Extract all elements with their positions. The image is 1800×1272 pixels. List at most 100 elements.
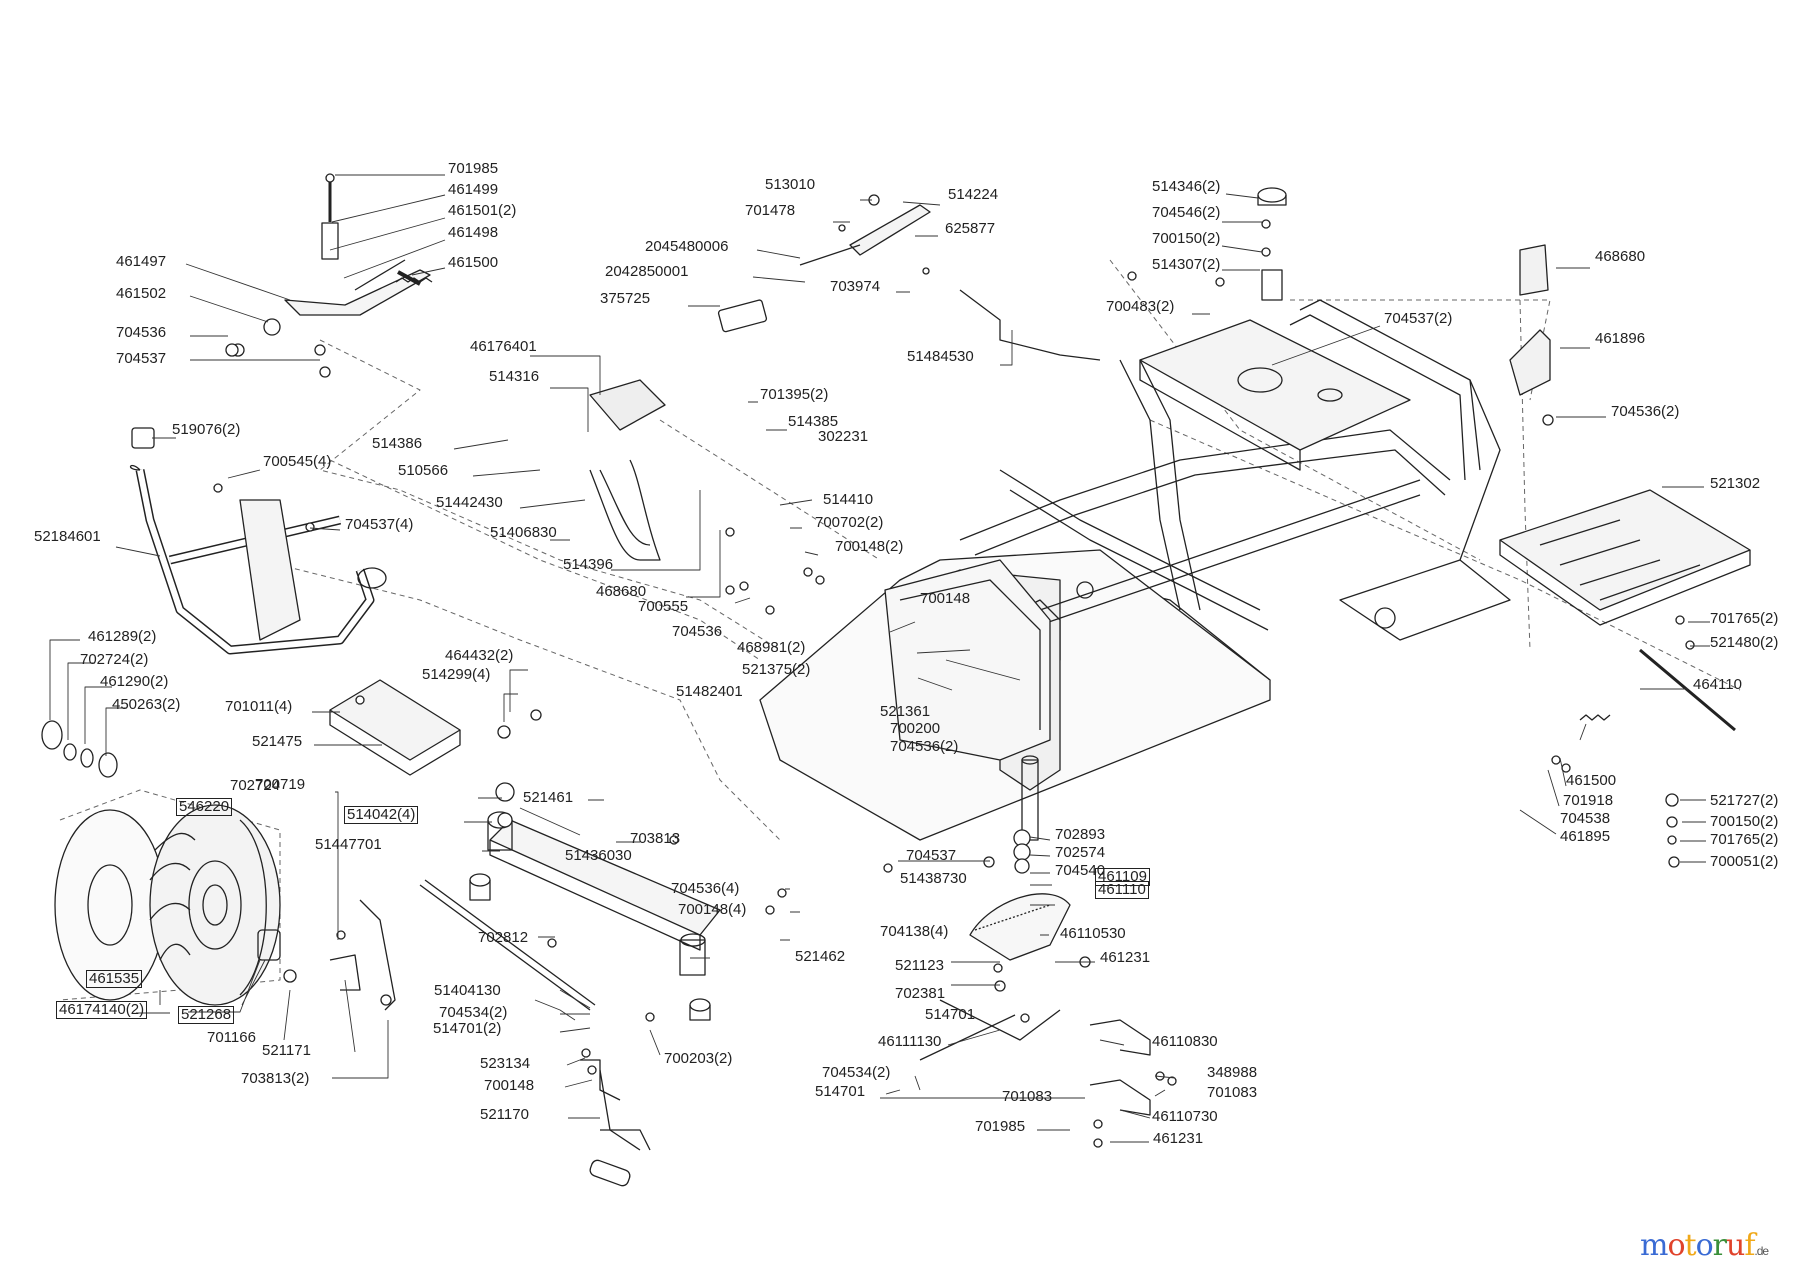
part-label-l89: 461895 <box>1560 828 1611 845</box>
part-label-l116: 704534(2) <box>822 1064 891 1081</box>
part-label-l71: 514042(4) <box>344 806 419 824</box>
part-label-l97: 521123 <box>895 957 944 974</box>
part-label-l51: 521375(2) <box>742 661 811 678</box>
part-label-l3: 461501(2) <box>448 202 517 219</box>
part-label-l85: 46110530 <box>1060 925 1126 942</box>
part-label-l17: 375725 <box>600 290 651 307</box>
part-label-l110: 46111130 <box>878 1033 942 1050</box>
part-label-l90: 521727(2) <box>1710 792 1779 809</box>
part-label-l78: 704540 <box>1055 862 1106 879</box>
part-label-l88: 704538 <box>1560 810 1611 827</box>
part-label-l94: 521462 <box>795 948 846 965</box>
part-label-l22: 514307(2) <box>1152 256 1221 273</box>
part-label-l24: 704537(2) <box>1384 310 1453 327</box>
part-label-l9: 704537 <box>116 350 167 367</box>
part-label-l19: 514346(2) <box>1152 178 1221 195</box>
part-label-l25: 468680 <box>1595 248 1646 265</box>
part-label-l14: 2045480006 <box>645 238 729 255</box>
part-label-l83: 700148(4) <box>678 901 747 918</box>
part-label-l64: 514299(4) <box>422 666 491 683</box>
part-label-l37: 514396 <box>563 556 614 573</box>
part-label-l52: 51482401 <box>676 683 743 700</box>
part-label-l73: 703813 <box>630 830 681 847</box>
part-label-l40: 700148(2) <box>835 538 904 555</box>
part-label-l12: 701478 <box>745 202 796 219</box>
part-label-l87: 701918 <box>1563 792 1614 809</box>
part-label-l44: 519076(2) <box>172 421 241 438</box>
part-label-l111: 46110830 <box>1152 1033 1218 1050</box>
part-label-l80: 461109 <box>1095 868 1150 886</box>
part-label-l81: 51438730 <box>900 870 967 887</box>
part-label-l99: 514701 <box>925 1006 976 1023</box>
part-label-l122: 461231 <box>1153 1130 1204 1147</box>
part-label-l21: 700150(2) <box>1152 230 1221 247</box>
part-label-l93: 700051(2) <box>1710 853 1779 870</box>
part-label-l15: 2042850001 <box>605 263 689 280</box>
part-label-l45: 700545(4) <box>263 453 332 470</box>
part-label-l59: 461289(2) <box>88 628 157 645</box>
part-label-l74: 51436030 <box>565 847 632 864</box>
part-label-l1: 701985 <box>448 160 499 177</box>
part-label-l117: 514701 <box>815 1083 866 1100</box>
part-label-l84: 704138(4) <box>880 923 949 940</box>
part-label-l61: 461290(2) <box>100 673 169 690</box>
part-label-l33: 514386 <box>372 435 423 452</box>
part-label-l112: 348988 <box>1207 1064 1258 1081</box>
part-label-l10: 513010 <box>765 176 816 193</box>
part-label-l49: 700148 <box>920 590 971 607</box>
part-label-l108: 514701(2) <box>433 1020 502 1037</box>
part-label-l29: 514316 <box>489 368 540 385</box>
part-label-l91: 700150(2) <box>1710 813 1779 830</box>
part-label-l16: 703974 <box>830 278 881 295</box>
part-label-l46: 704537(4) <box>345 516 414 533</box>
part-label-l31: 514385 <box>788 413 839 430</box>
part-label-l18: 51484530 <box>907 348 974 365</box>
part-label-l118: 701083 <box>1002 1088 1053 1105</box>
part-label-l109: 700203(2) <box>664 1050 733 1067</box>
part-label-l6: 461500 <box>448 254 499 271</box>
part-label-l82: 704536(4) <box>671 880 740 897</box>
part-label-l8: 704536 <box>116 324 167 341</box>
part-label-l2: 461499 <box>448 181 499 198</box>
part-label-l7: 461502 <box>116 285 167 302</box>
part-label-l34: 510566 <box>398 462 449 479</box>
part-label-l36: 51406830 <box>490 524 557 541</box>
part-label-l69: 521461 <box>523 789 574 806</box>
part-label-l60: 702724(2) <box>80 651 149 668</box>
part-label-l98: 702381 <box>895 985 946 1002</box>
part-label-l121: 701985 <box>975 1118 1026 1135</box>
part-label-l23: 700483(2) <box>1106 298 1175 315</box>
part-label-l86: 461500 <box>1566 772 1617 789</box>
part-label-l55: 704536(2) <box>890 738 959 755</box>
part-label-l113: 701083 <box>1207 1084 1258 1101</box>
part-label-l76: 702893 <box>1055 826 1106 843</box>
part-label-l62: 450263(2) <box>112 696 181 713</box>
part-label-l54: 700200 <box>890 720 941 737</box>
part-label-l26: 461896 <box>1595 330 1646 347</box>
part-label-l47: 52184601 <box>34 528 101 545</box>
part-label-l77: 702574 <box>1055 844 1106 861</box>
part-label-l75: 704537 <box>906 847 957 864</box>
part-label-l67: 702724 <box>230 777 281 794</box>
part-label-l107: 704534(2) <box>439 1004 508 1021</box>
part-label-l53: 521361 <box>880 703 931 720</box>
part-label-l102: 521268 <box>178 1006 235 1024</box>
part-label-l106: 51404130 <box>434 982 501 999</box>
motoruf-logo: motoruf.de <box>1640 1228 1769 1263</box>
part-label-l70: 546220 <box>176 798 233 816</box>
part-label-l50: 468981(2) <box>737 639 806 656</box>
part-label-l68: 700719 <box>255 776 306 793</box>
part-label-l35: 51442430 <box>436 494 503 511</box>
part-label-l13: 625877 <box>945 220 996 237</box>
part-label-l119: 46110730 <box>1152 1108 1218 1125</box>
part-label-l114: 523134 <box>480 1055 531 1072</box>
part-label-l28: 46176401 <box>470 338 537 355</box>
part-label-l66: 521475 <box>252 733 303 750</box>
part-label-l65: 701011(4) <box>225 698 293 715</box>
part-label-l48: 521302 <box>1710 475 1761 492</box>
part-label-l38: 514410 <box>823 491 874 508</box>
part-label-l57: 521480(2) <box>1710 634 1779 651</box>
part-label-l43: 704536 <box>672 623 723 640</box>
part-label-l41: 468680 <box>596 583 647 600</box>
